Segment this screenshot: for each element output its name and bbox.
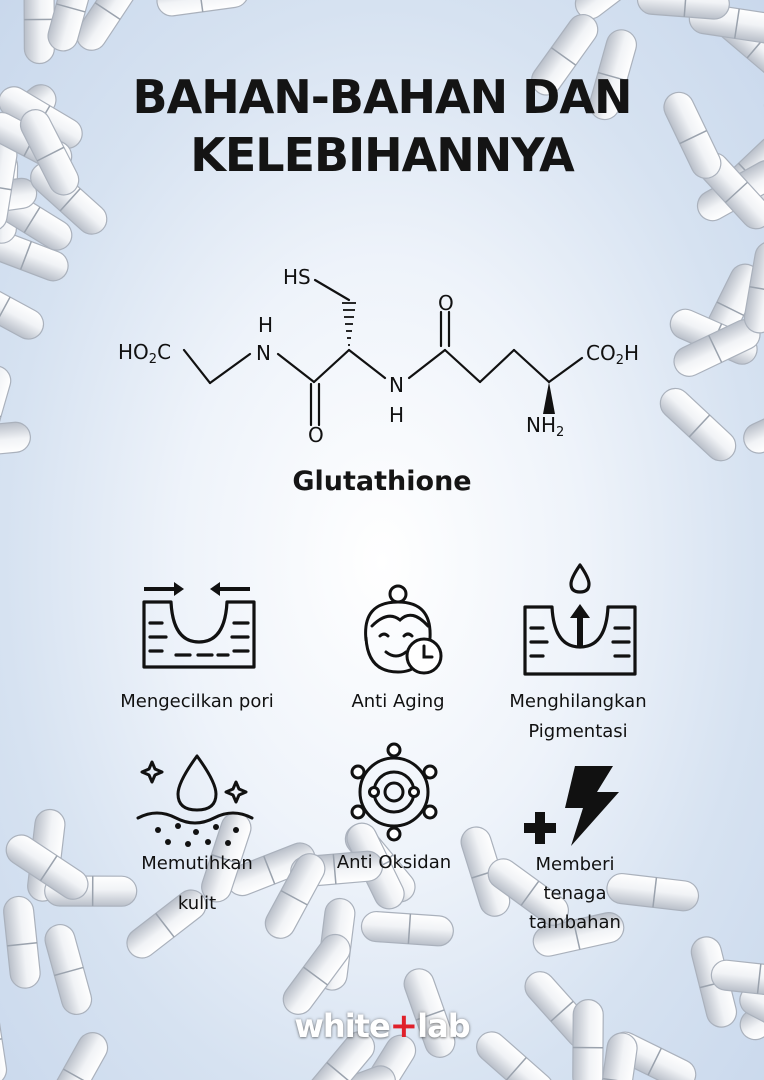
benefit-label-line-1: Memberi — [535, 854, 615, 875]
capsule — [574, 0, 656, 20]
capsule — [743, 241, 764, 334]
page-title-line-2: KELEBIHANNYA — [190, 128, 575, 182]
amide-n-left-label: N — [256, 341, 271, 365]
capsule — [5, 834, 89, 900]
pore-shrink-icon — [142, 582, 256, 669]
oxygen-bottom-label: O — [308, 423, 324, 447]
brand-logo-part-2: lab — [417, 1007, 470, 1045]
sulfur-label: HS — [283, 265, 311, 289]
benefit-antioxidant: Anti Oksidan — [284, 740, 504, 873]
capsule — [0, 992, 8, 1080]
capsule — [19, 109, 80, 196]
capsule — [0, 177, 38, 218]
atom-icon — [350, 742, 438, 842]
page-title-line-1: BAHAN-BAHAN DAN — [132, 70, 633, 124]
capsule — [3, 895, 41, 989]
face-clock-icon — [364, 584, 443, 675]
capsule — [659, 387, 737, 462]
capsule — [75, 0, 142, 51]
capsule — [743, 396, 764, 454]
benefit-label-line-2: kulit — [177, 893, 217, 914]
benefit-energy: Memberi tenaga tambahan — [465, 762, 685, 933]
capsule — [532, 912, 625, 957]
capsule — [0, 421, 31, 459]
benefit-label-line-1: Memutihkan — [141, 853, 253, 874]
benefit-label: Mengecilkan pori — [120, 691, 274, 712]
capsule — [0, 278, 45, 340]
glutathione-structure-diagram: HS HO2C H N O N H O CO2H NH2 — [118, 265, 639, 447]
benefit-pore-shrink: Mengecilkan pori — [87, 575, 307, 712]
carboxyl-right-label: CO2H — [586, 341, 639, 368]
benefit-label: Anti Aging — [351, 691, 445, 712]
benefit-anti-aging: Anti Aging — [288, 580, 508, 712]
amide-h-top-label: H — [258, 313, 273, 337]
amide-h-bottom-label: H — [389, 403, 404, 427]
capsule — [403, 968, 456, 1058]
compound-name: Glutathione — [292, 466, 472, 497]
capsule — [476, 1031, 554, 1080]
brand-logo-plus: + — [389, 1006, 418, 1046]
capsule — [264, 853, 326, 939]
skin-drop-sparkle-icon — [136, 754, 254, 847]
benefit-pigment: Menghilangkan Pigmentasi — [468, 560, 688, 742]
pigment-extract-icon — [523, 563, 637, 676]
brand-logo: white+lab — [0, 1006, 764, 1046]
capsule — [304, 1031, 376, 1080]
amine-label: NH2 — [526, 413, 564, 440]
amide-n-right-label: N — [389, 373, 404, 397]
brand-logo-part-1: white — [294, 1007, 390, 1045]
benefit-label-line-2: Pigmentasi — [528, 721, 628, 742]
capsule — [156, 0, 250, 17]
capsule — [46, 1032, 109, 1080]
benefit-label-line-3: tambahan — [529, 912, 621, 933]
capsule — [487, 858, 569, 926]
capsule — [44, 924, 93, 1015]
capsule — [126, 889, 207, 959]
capsule — [739, 984, 764, 1045]
capsule — [589, 29, 637, 121]
benefit-whitening: Memutihkan kulit — [87, 752, 307, 914]
benefit-label: Anti Oksidan — [336, 852, 452, 873]
carboxyl-left-label: HO2C — [118, 340, 171, 367]
oxygen-top-label: O — [438, 291, 454, 315]
capsule — [710, 959, 764, 998]
capsule — [282, 933, 351, 1015]
capsule — [47, 0, 96, 52]
plus-bolt-icon — [524, 766, 619, 846]
benefit-label-line-2: tenaga — [543, 883, 607, 904]
capsule — [360, 910, 454, 947]
benefit-label-line-1: Menghilangkan — [509, 691, 647, 712]
capsule — [531, 13, 599, 96]
capsule — [636, 0, 730, 20]
capsule — [572, 999, 604, 1080]
capsule — [663, 91, 722, 179]
capsule — [606, 872, 700, 912]
capsule — [0, 365, 12, 456]
capsule — [739, 977, 764, 1041]
